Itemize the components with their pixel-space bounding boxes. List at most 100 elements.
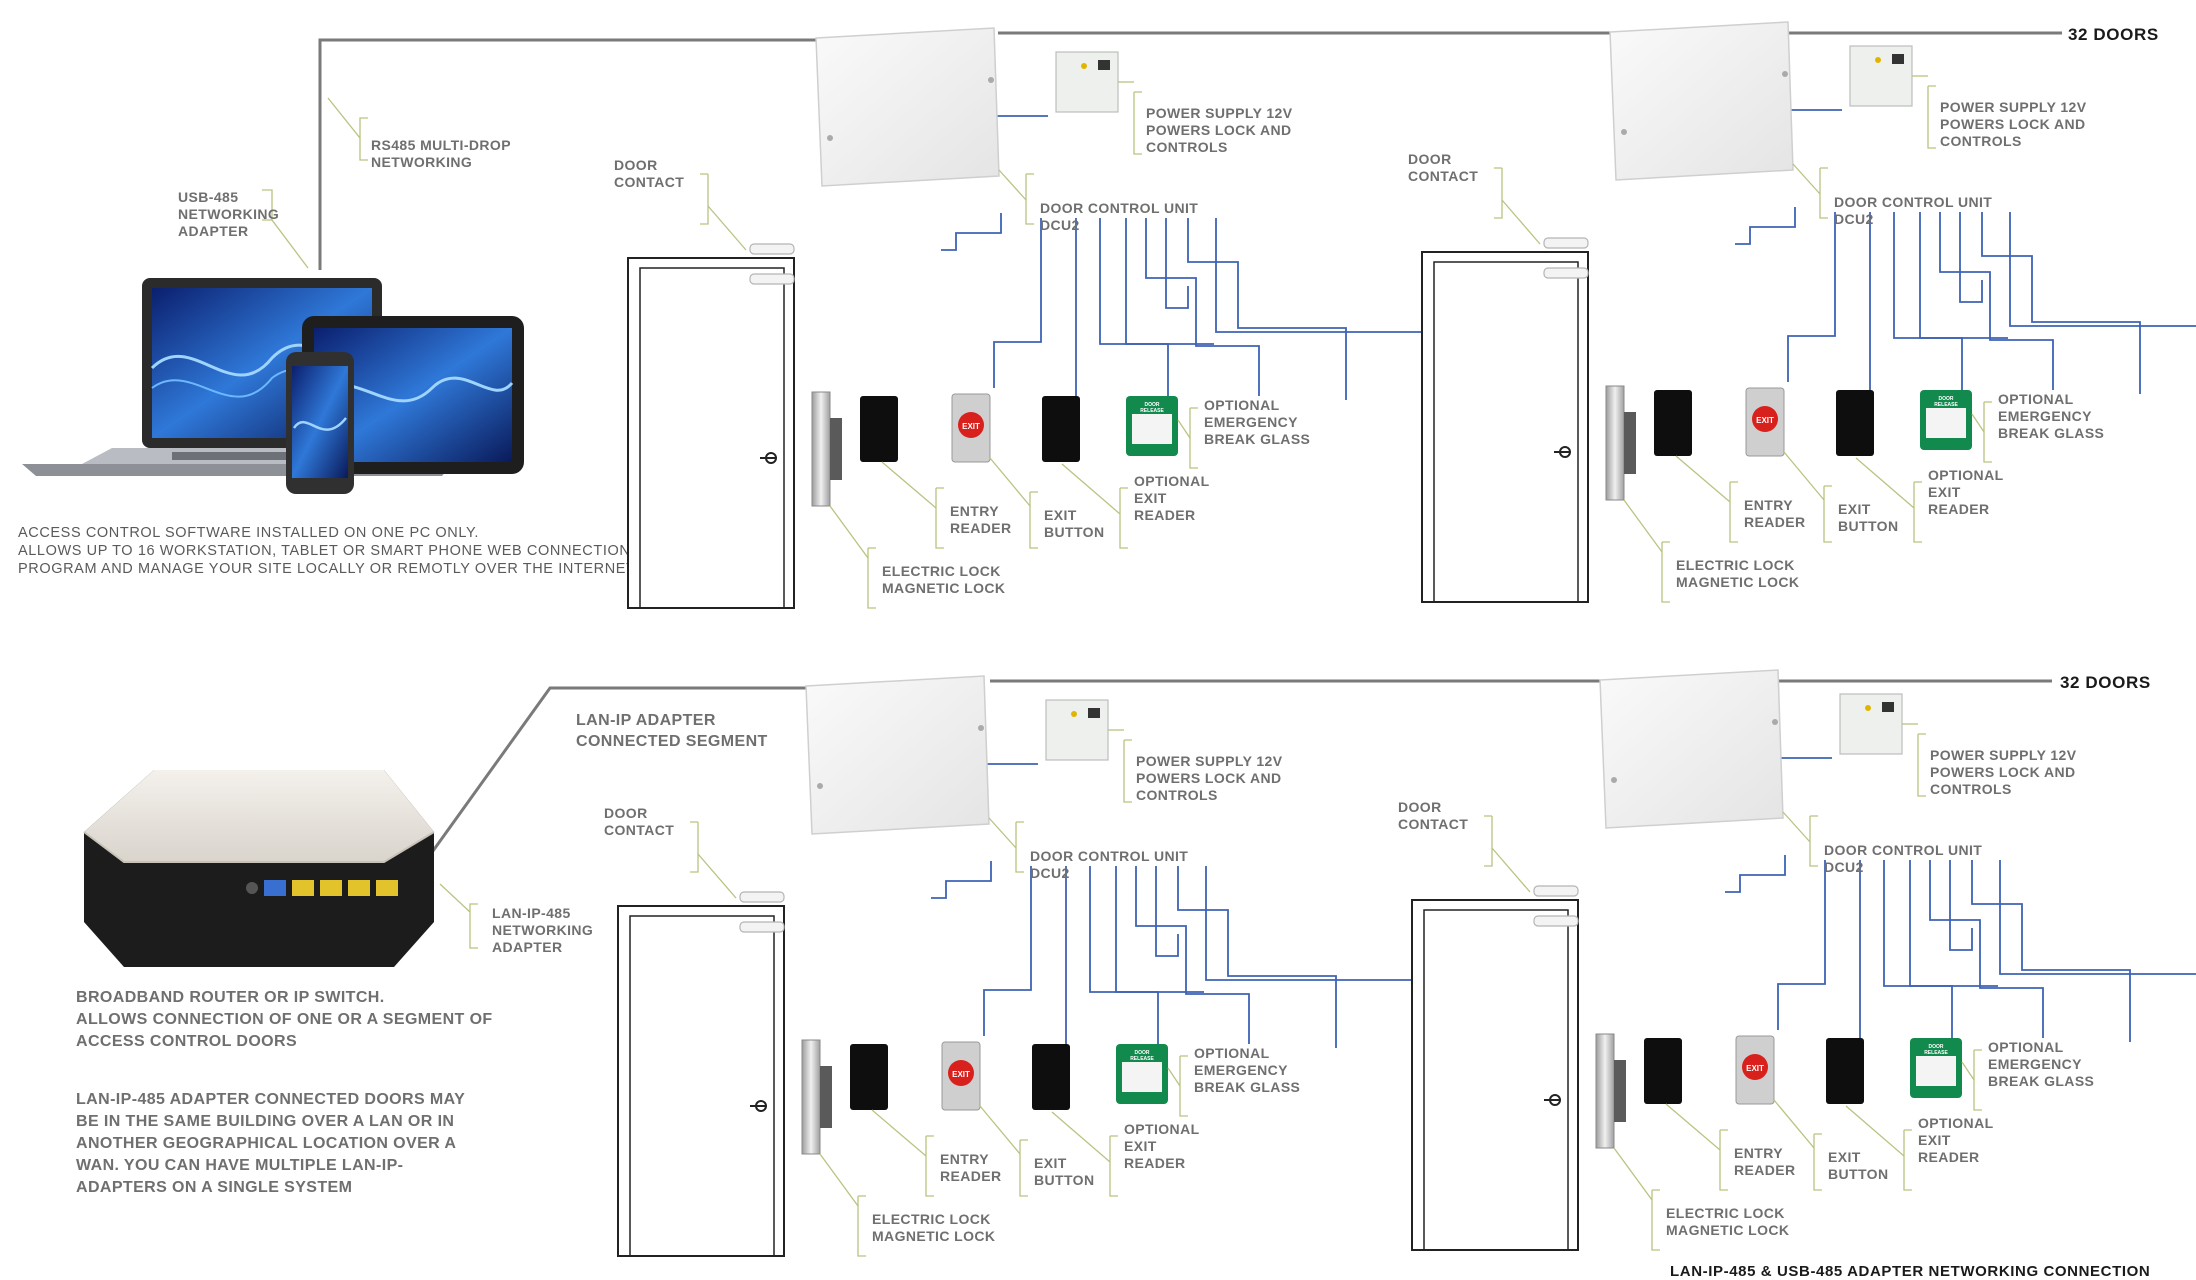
lan-leader (439, 883, 478, 949)
break-glass-text-2: RELEASE (1924, 1050, 1948, 1056)
label-electric-lock-1: ELECTRIC LOCK (872, 1211, 991, 1227)
break-glass-text-2: RELEASE (1130, 1056, 1154, 1062)
usb-adapter-label-2: NETWORKING (178, 206, 279, 222)
unit-leaders (1484, 723, 1982, 1251)
door-unit-lan-1: EXIT DOOR RELEASE POWER SUPPLY 12V (604, 675, 1435, 1257)
software-note-3: PROGRAM AND MANAGE YOUR SITE LOCALLY OR … (18, 561, 639, 577)
power-supply (1055, 51, 1119, 113)
lan-line-to-dcu (423, 686, 806, 863)
door-contact (1543, 237, 1589, 279)
break-glass-text-1: DOOR (1145, 402, 1160, 408)
label-exit-reader-2: EXIT (1124, 1138, 1157, 1154)
label-door-contact-2: CONTACT (1408, 168, 1478, 184)
label-power-supply-2: POWERS LOCK AND (1146, 122, 1291, 138)
rs485-leader (327, 97, 368, 161)
unit-labels: POWER SUPPLY 12V POWERS LOCK AND CONTROL… (1408, 99, 2104, 590)
lan-note-2: BE IN THE SAME BUILDING OVER A LAN OR IN (76, 1113, 454, 1130)
label-break-glass-2: EMERGENCY (1998, 408, 2092, 424)
router-icon (83, 770, 435, 967)
label-electric-lock-2: MAGNETIC LOCK (882, 580, 1005, 596)
door-control-unit (1609, 21, 1794, 181)
unit-leaders (1494, 75, 1992, 603)
label-break-glass-1: OPTIONAL (1998, 391, 2074, 407)
label-door-contact-1: DOOR (1408, 151, 1452, 167)
software-note-1: ACCESS CONTROL SOFTWARE INSTALLED ON ONE… (18, 525, 479, 541)
unit-wiring (1725, 757, 2196, 1042)
label-power-supply-3: CONTROLS (1930, 781, 2012, 797)
door (1411, 899, 1579, 1251)
devices-group (22, 278, 524, 494)
unit-labels: POWER SUPPLY 12V POWERS LOCK AND CONTROL… (614, 105, 1310, 596)
label-exit-button-2: BUTTON (1044, 524, 1104, 540)
label-power-supply-3: CONTROLS (1940, 133, 2022, 149)
entry-reader (860, 396, 898, 462)
break-glass-text-2: RELEASE (1934, 402, 1958, 408)
lan-note-3: ANOTHER GEOGRAPHICAL LOCATION OVER A (76, 1135, 456, 1152)
label-door-contact-2: CONTACT (604, 822, 674, 838)
label-power-supply-1: POWER SUPPLY 12V (1940, 99, 2087, 115)
label-break-glass-3: BREAK GLASS (1988, 1073, 2094, 1089)
router-notes: BROADBAND ROUTER OR IP SWITCH. ALLOWS CO… (76, 989, 493, 1050)
lan-adapter-label-3: ADAPTER (492, 939, 562, 955)
exit-button-text: EXIT (962, 422, 980, 431)
rs485-line-to-dcu (318, 38, 816, 270)
label-door-contact-2: CONTACT (1398, 816, 1468, 832)
usb-adapter-label-3: ADAPTER (178, 223, 248, 239)
label-break-glass-2: EMERGENCY (1204, 414, 1298, 430)
router-note-2: ALLOWS CONNECTION OF ONE OR A SEGMENT OF (76, 1011, 493, 1028)
label-break-glass-1: OPTIONAL (1204, 397, 1280, 413)
label-exit-button-1: EXIT (1034, 1155, 1067, 1171)
electric-lock (1605, 385, 1636, 501)
label-exit-reader-1: OPTIONAL (1918, 1115, 1994, 1131)
label-control-unit-1: DOOR CONTROL UNIT (1030, 848, 1188, 864)
label-exit-reader-1: OPTIONAL (1124, 1121, 1200, 1137)
label-control-unit-2: DCU2 (1030, 865, 1070, 881)
door-contact (739, 891, 785, 933)
exit-button-text: EXIT (1756, 416, 1774, 425)
break-glass-text-2: RELEASE (1140, 408, 1164, 414)
unit-leaders (700, 81, 1198, 609)
break-glass-text-1: DOOR (1939, 396, 1954, 402)
emergency-break-glass: DOOR RELEASE (1920, 390, 1972, 450)
usb-adapter-callout: USB-485 NETWORKING ADAPTER (178, 189, 309, 269)
emergency-break-glass: DOOR RELEASE (1116, 1044, 1168, 1104)
electric-lock (801, 1039, 832, 1155)
door-unit-usb-1: EXIT DOOR RELEASE POWER SUPPLY 12V (614, 27, 1445, 609)
label-entry-reader-2: READER (1734, 1162, 1796, 1178)
door-contact (749, 243, 795, 285)
label-exit-reader-1: OPTIONAL (1928, 467, 2004, 483)
exit-button: EXIT (1735, 1035, 1775, 1105)
label-electric-lock-2: MAGNETIC LOCK (872, 1228, 995, 1244)
unit-leaders (690, 729, 1188, 1257)
label-exit-reader-3: READER (1134, 507, 1196, 523)
exit-button-text: EXIT (952, 1070, 970, 1079)
lan-adapter-label-1: LAN-IP-485 (492, 905, 571, 921)
label-power-supply-2: POWERS LOCK AND (1136, 770, 1281, 786)
label-door-contact-2: CONTACT (614, 174, 684, 190)
door-unit-usb-2: EXIT DOOR RELEASE POWER SUPPLY 12V (1408, 21, 2196, 603)
label-exit-reader-3: READER (1124, 1155, 1186, 1171)
label-electric-lock-2: MAGNETIC LOCK (1666, 1222, 1789, 1238)
label-entry-reader-2: READER (1744, 514, 1806, 530)
door-units: EXIT DOOR RELEASE POWER SUPPLY 12V (604, 21, 2196, 1257)
label-entry-reader-1: ENTRY (1744, 497, 1793, 513)
label-electric-lock-2: MAGNETIC LOCK (1676, 574, 1799, 590)
label-entry-reader-2: READER (940, 1168, 1002, 1184)
label-break-glass-1: OPTIONAL (1988, 1039, 2064, 1055)
break-glass-text-1: DOOR (1929, 1044, 1944, 1050)
power-supply (1839, 693, 1903, 755)
lan-segment-label-2: CONNECTED SEGMENT (576, 733, 768, 750)
label-exit-reader-2: EXIT (1928, 484, 1961, 500)
power-supply (1849, 45, 1913, 107)
lan-adapter-callout: LAN-IP-485 NETWORKING ADAPTER (439, 883, 593, 955)
rs485-callout: RS485 MULTI-DROP NETWORKING (327, 97, 511, 170)
exit-button-text: EXIT (1746, 1064, 1764, 1073)
usb-adapter-label-1: USB-485 (178, 189, 238, 205)
unit-labels: POWER SUPPLY 12V POWERS LOCK AND CONTROL… (1398, 747, 2094, 1238)
rs485-label-2: NETWORKING (371, 154, 472, 170)
label-control-unit-1: DOOR CONTROL UNIT (1040, 200, 1198, 216)
label-exit-button-1: EXIT (1044, 507, 1077, 523)
electric-lock (811, 391, 842, 507)
exit-reader (1032, 1044, 1070, 1110)
label-control-unit-2: DCU2 (1834, 211, 1874, 227)
